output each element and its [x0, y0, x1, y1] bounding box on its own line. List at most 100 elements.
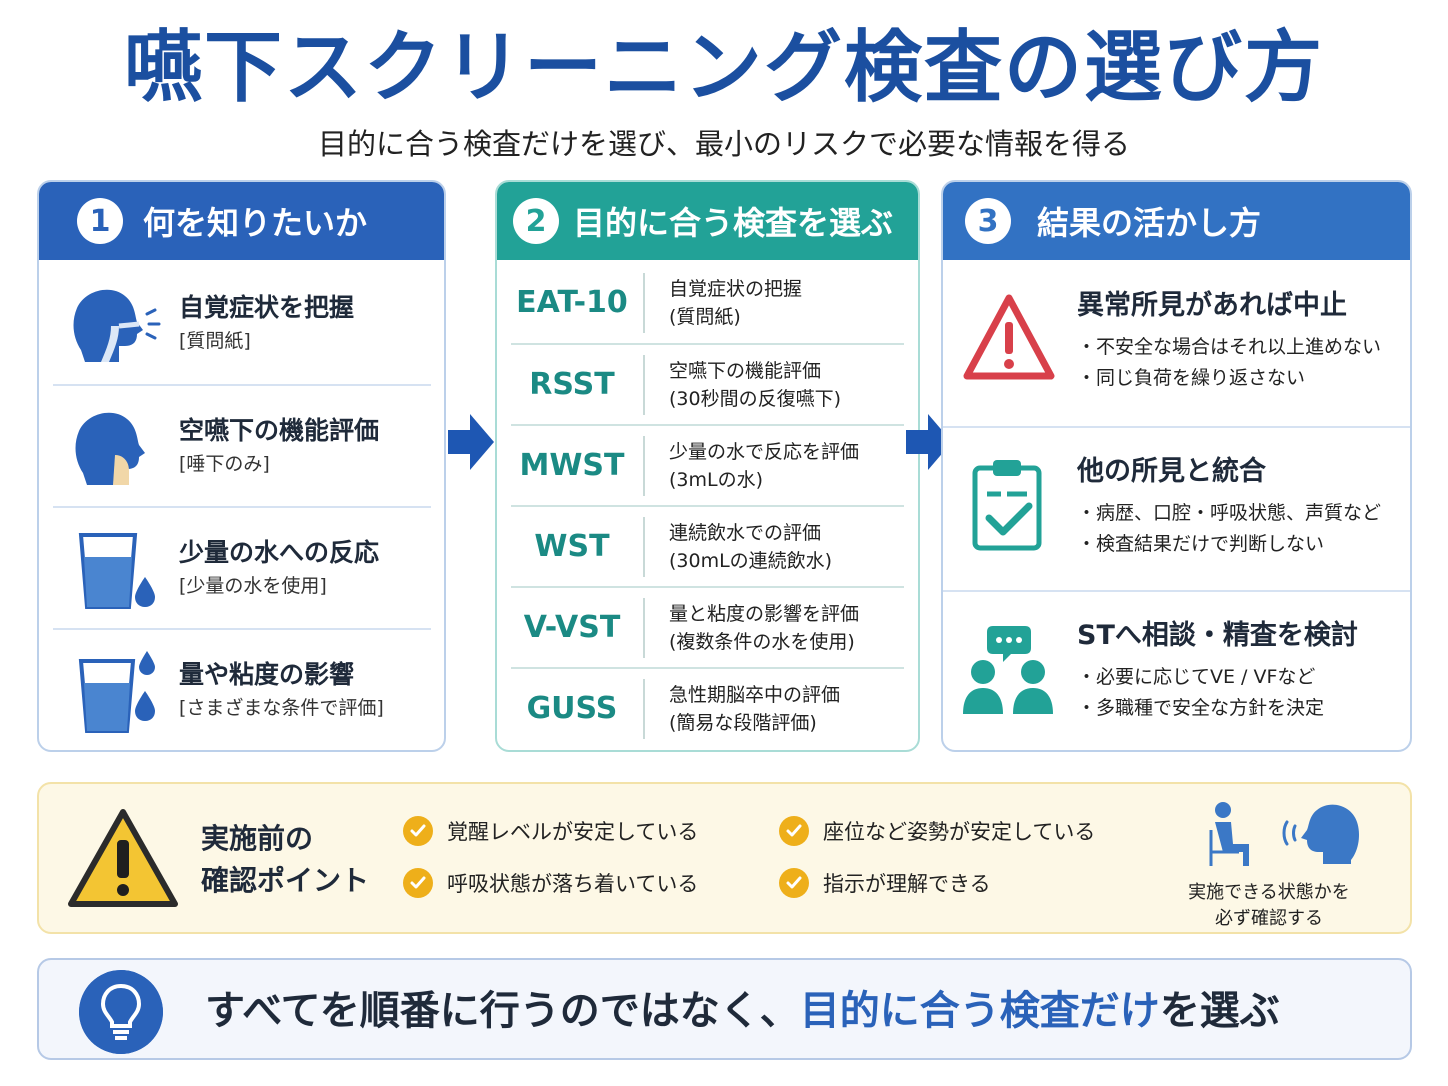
test-purpose: 連続飲水での評価 — [669, 521, 822, 544]
seated-person-icon — [1209, 802, 1249, 866]
item-bullet: ・検査結果だけで判断しない — [1077, 533, 1325, 555]
list-item: STへ相談・精査を検討 ・必要に応じてVE / VFなど ・多職種で安全な方針を… — [943, 590, 1410, 750]
check-icon — [403, 868, 433, 898]
item-title: 他の所見と統合 — [1077, 456, 1266, 487]
team-chat-icon — [963, 626, 1053, 714]
panel-select-test: 2 目的に合う検査を選ぶ EAT-10 自覚症状の把握 (質問紙) RSST 空… — [495, 180, 920, 752]
water-cup-drop-icon — [78, 533, 155, 609]
test-row: GUSS 急性期脳卒中の評価 (簡易な段階評価) — [511, 667, 904, 748]
divider — [643, 678, 645, 739]
message-part: すべてを順番に行うのではなく、 — [205, 988, 800, 1034]
item-title: 自覚症状を把握 — [179, 293, 355, 322]
check-icon — [779, 868, 809, 898]
caution-title-line: 確認ポイント — [201, 864, 370, 897]
panel-title: 何を知りたいか — [143, 204, 368, 242]
item-subtitle: [少量の水を使用] — [179, 575, 327, 597]
divider — [643, 272, 645, 333]
check-icon — [779, 816, 809, 846]
key-message: すべてを順番に行うのではなく、目的に合う検査だけを選ぶ — [205, 982, 1280, 1040]
divider — [643, 435, 645, 496]
test-code: MWST — [519, 448, 625, 483]
check-item: 覚醒レベルが安定している — [403, 816, 698, 846]
caution-title: 実施前の 確認ポイント — [201, 818, 369, 902]
item-subtitle: [質問紙] — [179, 330, 251, 352]
item-bullet: ・同じ負荷を繰り返さない — [1077, 367, 1306, 389]
head-profile-throat-icon — [73, 289, 161, 362]
item-bullet: ・多職種で安全な方針を決定 — [1077, 697, 1325, 719]
caution-note-line: 実施できる状態かを — [1188, 882, 1350, 903]
step-number-badge: 1 — [77, 198, 123, 244]
item-title: 少量の水への反応 — [179, 538, 380, 567]
page-title: 嚥下スクリーニング検査の選び方 — [123, 23, 1324, 113]
head-swallow-icon — [75, 412, 145, 485]
key-message-box: すべてを順番に行うのではなく、目的に合う検査だけを選ぶ — [37, 958, 1412, 1060]
list-item: 他の所見と統合 ・病歴、口腔・呼吸状態、声質など ・検査結果だけで判断しない — [943, 426, 1410, 590]
page-subtitle: 目的に合う検査だけを選び、最小のリスクで必要な情報を得る — [317, 127, 1130, 161]
check-item: 指示が理解できる — [779, 868, 991, 898]
check-item: 呼吸状態が落ち着いている — [403, 868, 698, 898]
check-label: 座位など姿勢が安定している — [823, 820, 1096, 844]
step-number-badge: 3 — [965, 198, 1011, 244]
lightbulb-icon — [79, 970, 163, 1054]
panel-header: 3 結果の活かし方 — [943, 182, 1410, 260]
test-row: EAT-10 自覚症状の把握 (質問紙) — [511, 262, 904, 343]
test-detail: (30mLの連続飲水) — [669, 549, 833, 572]
test-row: V-VST 量と粘度の影響を評価 (複数条件の水を使用) — [511, 586, 904, 667]
warning-triangle-icon — [963, 294, 1055, 380]
test-detail: (30秒間の反復嚥下) — [669, 387, 842, 410]
caution-triangle-icon — [68, 809, 178, 907]
test-code: RSST — [529, 367, 615, 402]
step-number-badge: 2 — [513, 198, 559, 244]
check-item: 座位など姿勢が安定している — [779, 816, 1095, 846]
pre-check-box: 実施前の 確認ポイント 覚醒レベルが安定している 座位など姿勢が安定している 呼… — [37, 782, 1412, 934]
list-item: 自覚症状を把握 [質問紙] — [53, 262, 431, 384]
list-item: 空嚥下の機能評価 [唾下のみ] — [53, 384, 431, 506]
test-detail: (3mLの水) — [669, 468, 764, 491]
test-purpose: 空嚥下の機能評価 — [669, 359, 822, 382]
test-code: WST — [534, 529, 610, 564]
message-part: を選ぶ — [1159, 988, 1280, 1034]
test-row: MWST 少量の水で反応を評価 (3mLの水) — [511, 424, 904, 505]
item-bullet: ・病歴、口腔・呼吸状態、声質など — [1077, 502, 1382, 524]
arrow-right-icon — [448, 414, 494, 470]
panel-header: 1 何を知りたいか — [39, 182, 444, 260]
test-code: V-VST — [523, 610, 621, 645]
caution-title-line: 実施前の — [201, 822, 314, 855]
divider — [643, 597, 645, 658]
test-detail: (質問紙) — [669, 305, 741, 328]
clipboard-check-icon — [972, 460, 1042, 551]
item-title: 空嚥下の機能評価 — [179, 416, 380, 445]
message-highlight: 目的に合う検査だけ — [799, 988, 1160, 1034]
divider — [643, 516, 645, 577]
list-item: 異常所見があれば中止 ・不安全な場合はそれ以上進めない ・同じ負荷を繰り返さない — [943, 262, 1410, 426]
list-item: 少量の水への反応 [少量の水を使用] — [53, 506, 431, 628]
panel-title: 結果の活かし方 — [1037, 204, 1262, 242]
test-purpose: 少量の水で反応を評価 — [669, 440, 860, 463]
check-label: 指示が理解できる — [823, 872, 991, 896]
water-cup-two-drops-icon — [78, 651, 155, 733]
test-detail: (複数条件の水を使用) — [669, 630, 855, 653]
divider — [643, 354, 645, 415]
item-subtitle: [唾下のみ] — [179, 453, 270, 475]
test-row: RSST 空嚥下の機能評価 (30秒間の反復嚥下) — [511, 343, 904, 424]
check-icon — [403, 816, 433, 846]
item-subtitle: [さまざまな条件で評価] — [179, 697, 384, 719]
item-title: 量や粘度の影響 — [179, 660, 355, 689]
check-label: 呼吸状態が落ち着いている — [447, 872, 699, 896]
test-purpose: 自覚症状の把握 — [669, 277, 803, 300]
panel-title: 目的に合う検査を選ぶ — [573, 204, 894, 242]
item-bullet: ・必要に応じてVE / VFなど — [1077, 666, 1316, 688]
test-detail: (簡易な段階評価) — [669, 711, 817, 734]
test-row: WST 連続飲水での評価 (30mLの連続飲水) — [511, 505, 904, 586]
caution-note-line: 必ず確認する — [1215, 908, 1323, 929]
test-code: EAT-10 — [516, 285, 628, 320]
check-label: 覚醒レベルが安定している — [447, 820, 699, 844]
speaking-head-icon — [1282, 804, 1359, 864]
item-title: STへ相談・精査を検討 — [1077, 620, 1358, 651]
item-title: 異常所見があれば中止 — [1077, 290, 1347, 321]
panel-use-results: 3 結果の活かし方 異常所見があれば中止 ・不安全な場合はそれ以上進めない ・同… — [941, 180, 1412, 752]
panel-what-to-know: 1 何を知りたいか 自覚症状を把握 [質問紙] 空嚥下の機能評価 [唾下のみ] — [37, 180, 446, 752]
item-bullet: ・不安全な場合はそれ以上進めない — [1077, 336, 1382, 358]
test-code: GUSS — [526, 691, 618, 726]
test-purpose: 量と粘度の影響を評価 — [669, 602, 860, 625]
